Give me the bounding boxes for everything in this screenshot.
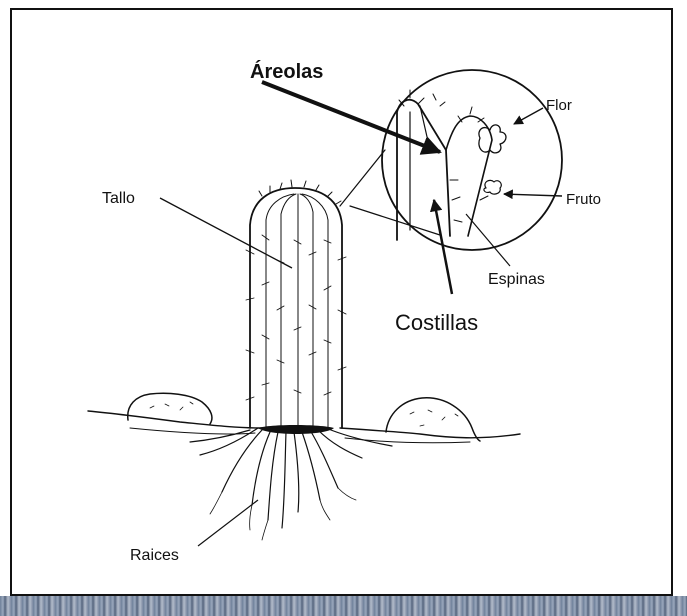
label-costillas: Costillas	[395, 310, 478, 335]
label-raices: Raices	[130, 547, 179, 564]
label-fruto: Fruto	[566, 191, 601, 208]
label-espinas: Espinas	[488, 271, 545, 288]
label-tallo: Tallo	[102, 190, 135, 207]
label-areolas: Áreolas	[250, 60, 323, 83]
cactus-roots	[190, 425, 392, 540]
leader-espinas	[466, 214, 510, 266]
rock-right	[386, 398, 480, 441]
leader-lines	[160, 82, 562, 546]
leader-flor	[514, 108, 543, 124]
magnified-detail	[340, 70, 562, 250]
leader-raices	[198, 500, 258, 546]
leader-tallo	[160, 198, 292, 268]
cactus-stem	[246, 180, 346, 428]
rock-left	[128, 393, 212, 424]
label-flor: Flor	[546, 97, 572, 114]
leader-fruto	[504, 194, 562, 196]
